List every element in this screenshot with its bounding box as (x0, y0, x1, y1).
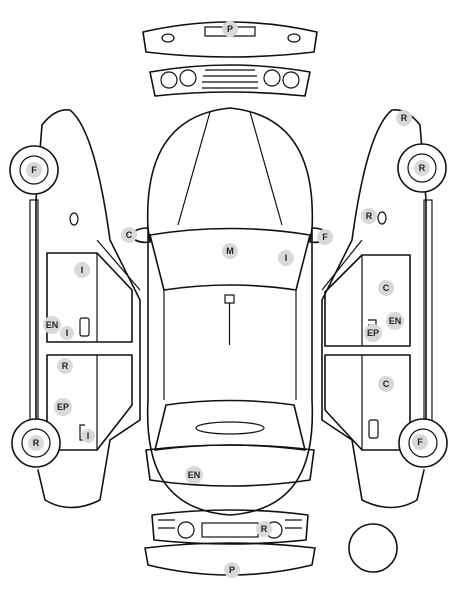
svg-text:R: R (401, 113, 408, 123)
svg-text:P: P (229, 565, 235, 575)
svg-text:R: R (419, 163, 426, 173)
marker-trunk-en[interactable]: EN (185, 466, 203, 484)
marker-left-front-door-i[interactable]: I (74, 262, 90, 278)
marker-right-front-door-c[interactable]: C (378, 280, 394, 296)
marker-windshield-i[interactable]: I (278, 250, 294, 266)
svg-text:F: F (322, 232, 328, 242)
marker-hood-m[interactable]: M (222, 243, 238, 259)
marker-right-front-wheel-r[interactable]: R (414, 160, 430, 176)
marker-left-front-wheel-f[interactable]: F (26, 162, 42, 178)
svg-text:I: I (87, 431, 90, 441)
svg-text:R: R (366, 211, 373, 221)
marker-mirror-left-c[interactable]: C (121, 227, 137, 243)
marker-right-top-r[interactable]: R (396, 110, 412, 126)
svg-text:F: F (417, 437, 423, 447)
svg-text:I: I (66, 328, 69, 338)
marker-left-rear-door-r[interactable]: R (57, 358, 73, 374)
svg-text:EN: EN (389, 316, 402, 326)
marker-right-front-door-en[interactable]: EN (386, 312, 404, 330)
svg-text:C: C (383, 283, 390, 293)
car-body-top (129, 107, 331, 516)
marker-left-rear-door-ep[interactable]: EP (54, 398, 72, 416)
svg-text:C: C (383, 379, 390, 389)
svg-text:C: C (126, 230, 133, 240)
marker-left-front-door-i2[interactable]: I (60, 326, 74, 340)
marker-left-rear-wheel-r[interactable]: R (28, 435, 44, 451)
marker-right-rear-door-c[interactable]: C (378, 376, 394, 392)
marker-left-front-door-en[interactable]: EN (43, 316, 61, 334)
svg-text:EN: EN (46, 320, 59, 330)
marker-rear-r[interactable]: R (256, 521, 272, 537)
svg-text:EN: EN (188, 470, 201, 480)
svg-text:I: I (81, 265, 84, 275)
svg-text:I: I (285, 253, 288, 263)
svg-text:M: M (226, 246, 234, 256)
svg-text:P: P (227, 24, 233, 34)
svg-text:R: R (261, 524, 268, 534)
marker-right-fuel-r[interactable]: R (361, 208, 377, 224)
svg-text:EP: EP (367, 328, 379, 338)
marker-rear-bumper-p[interactable]: P (224, 562, 240, 578)
left-side-view (9, 108, 141, 509)
marker-mirror-right-f[interactable]: F (317, 229, 333, 245)
marker-right-front-door-ep[interactable]: EP (364, 324, 382, 342)
svg-text:EP: EP (57, 402, 69, 412)
rear-bumper (144, 542, 316, 576)
marker-front-bumper-p[interactable]: P (222, 21, 238, 37)
spare-wheel (348, 523, 398, 573)
svg-text:R: R (62, 361, 69, 371)
svg-text:F: F (31, 165, 37, 175)
marker-right-rear-wheel-f[interactable]: F (412, 434, 428, 450)
front-grille (149, 64, 311, 97)
svg-text:R: R (33, 438, 40, 448)
marker-left-rear-door-i[interactable]: I (81, 429, 95, 443)
front-bumper (142, 21, 318, 58)
